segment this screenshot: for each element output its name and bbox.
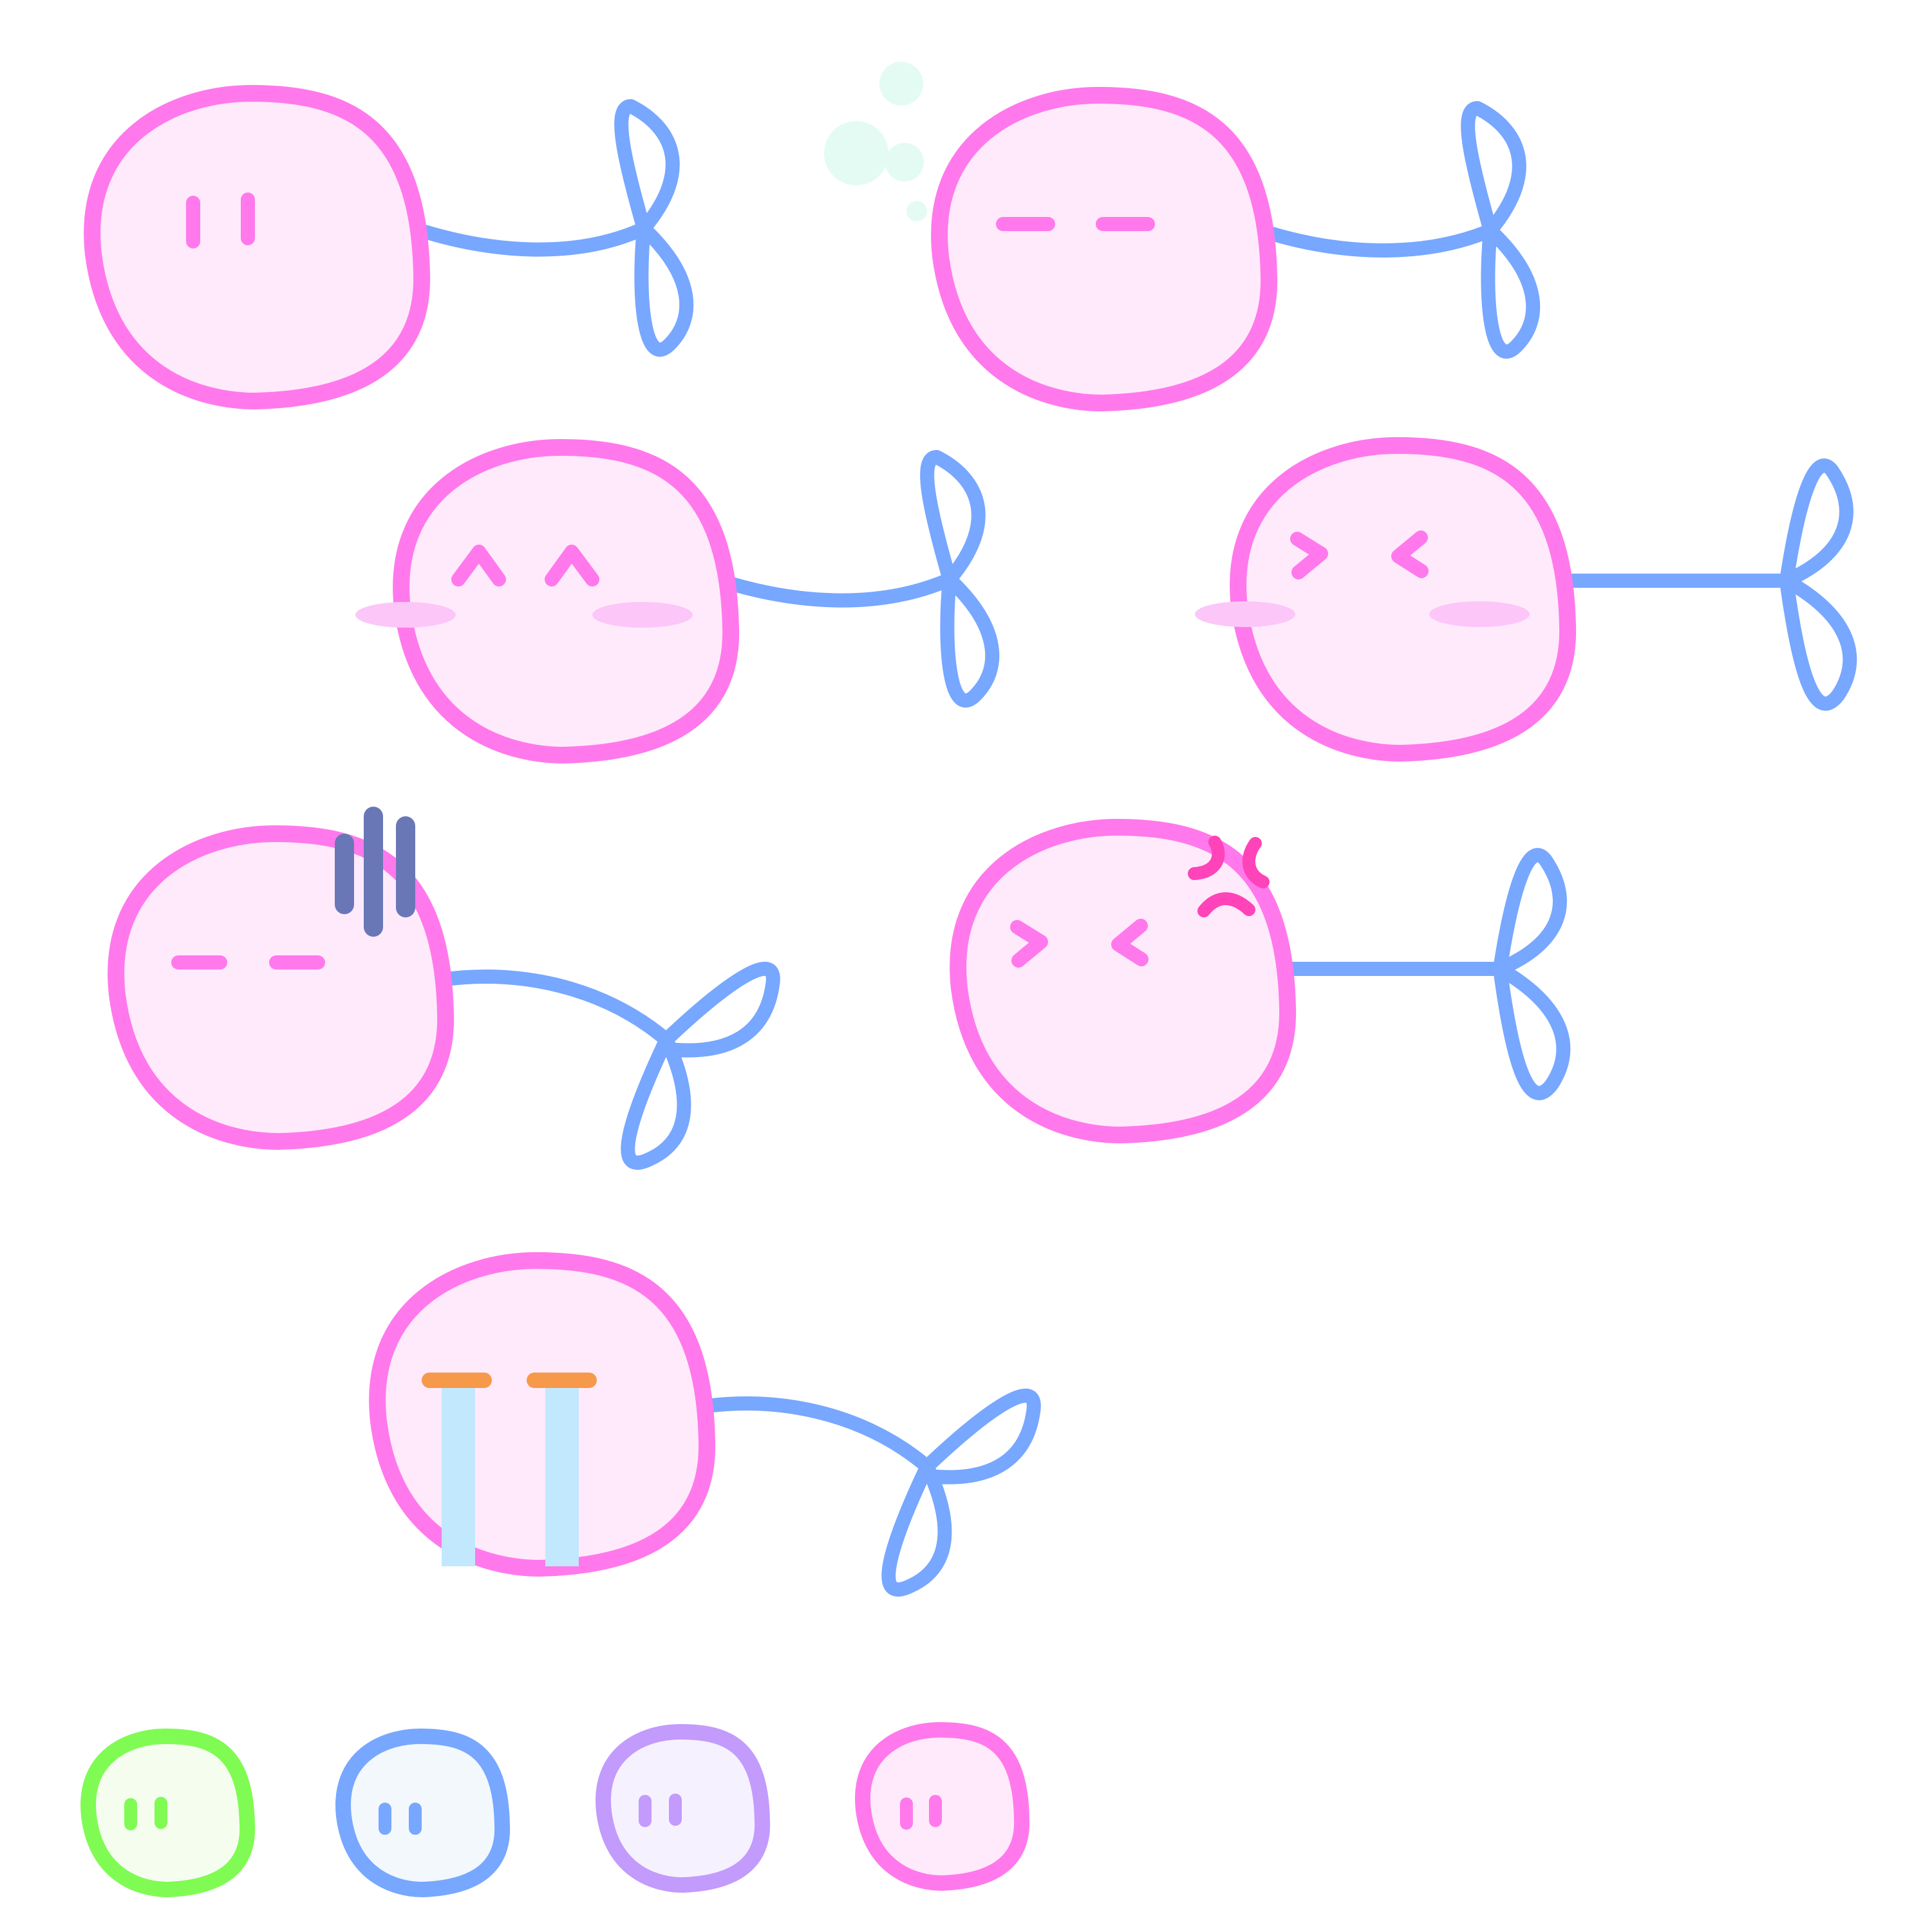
variant-green — [88, 1736, 247, 1890]
face — [379, 1803, 422, 1835]
bubble — [885, 143, 924, 182]
face — [1010, 919, 1149, 968]
right-cheek — [592, 602, 693, 628]
face — [639, 1794, 682, 1827]
stem — [720, 450, 1000, 708]
face — [900, 1795, 942, 1830]
body — [1238, 445, 1568, 753]
left-eye — [451, 545, 506, 586]
bubbles — [824, 62, 927, 221]
stem — [1557, 458, 1857, 711]
stem — [434, 961, 780, 1170]
bubble — [906, 201, 927, 221]
face — [1290, 530, 1429, 579]
right-eye — [1391, 530, 1429, 578]
character-happy — [355, 447, 1000, 755]
blush — [355, 602, 693, 628]
stem — [695, 1388, 1041, 1597]
right-tear — [545, 1381, 579, 1566]
body — [958, 827, 1288, 1135]
character-crying — [377, 1261, 1041, 1597]
variant-blue — [343, 1736, 502, 1890]
stem — [418, 99, 694, 357]
left-eye — [1010, 920, 1048, 968]
face — [186, 192, 255, 249]
variant-purple — [603, 1732, 762, 1885]
left-tear — [442, 1381, 475, 1566]
right-eye — [1111, 919, 1149, 966]
stem — [1262, 101, 1541, 359]
bubble — [879, 62, 923, 106]
character-sleepy — [824, 62, 1541, 403]
body — [939, 95, 1269, 403]
character-squint — [1195, 445, 1857, 753]
gloom-lines — [335, 807, 415, 937]
body — [92, 93, 422, 401]
bubble — [824, 121, 888, 185]
character-neutral — [92, 93, 694, 401]
body — [401, 447, 731, 755]
face — [124, 1797, 167, 1830]
left-cheek — [1195, 601, 1295, 627]
body — [377, 1261, 707, 1568]
character-gloomy — [116, 807, 780, 1170]
anger-mark-icon — [1188, 836, 1270, 917]
left-eye — [1290, 532, 1328, 579]
left-cheek — [355, 602, 456, 628]
stem — [1277, 848, 1571, 1100]
face — [451, 545, 599, 586]
right-eye — [545, 545, 599, 586]
blush — [1195, 601, 1530, 627]
character-angry — [958, 827, 1571, 1135]
variant-pink — [863, 1730, 1022, 1883]
right-cheek — [1429, 601, 1530, 627]
tear-streams — [442, 1381, 579, 1566]
